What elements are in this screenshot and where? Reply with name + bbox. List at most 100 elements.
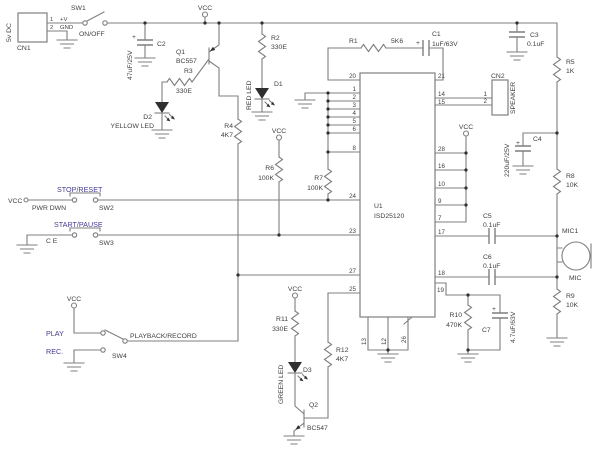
svg-text:10: 10 [438,181,445,188]
r8-value: 10K [566,182,579,189]
d3-label: GREEN LED [278,365,285,404]
svg-text:+: + [132,34,136,41]
svg-text:+: + [492,306,496,313]
sw4-play-label: PLAY [46,329,64,338]
switch-sw4: VCC PLAY REC. PLAYBACK/RECORD SW4 [46,296,197,360]
svg-text:16: 16 [438,163,445,170]
q1-part: BC557 [176,58,197,65]
transistor-q2: Q2 BC547 [295,402,328,432]
ic-ref: U1 [374,203,383,210]
svg-text:1: 1 [353,86,357,93]
svg-text:+V: +V [60,17,67,23]
svg-text:5: 5 [353,118,357,125]
svg-text:25: 25 [349,286,356,293]
r8-ref: R8 [566,173,575,180]
vcc-terminal-top: VCC [198,5,212,18]
d2-label: YELLOW LED [111,123,155,130]
microphone-mic1: MIC1 MIC [561,228,591,282]
resistor-r12: R12 4K7 [323,341,349,368]
cn1-ref: CN1 [17,45,31,52]
r2-ref: R2 [271,35,280,42]
r11-value: 330E [272,326,288,333]
r1-ref: R1 [349,38,358,45]
vcc-terminal-right: VCC [459,124,473,137]
svg-text:19: 19 [437,287,444,294]
sw1-label: ON/OFF [79,31,105,38]
svg-text:1: 1 [484,91,488,98]
mic1-ref: MIC1 [562,228,578,235]
r12-ref: R12 [336,347,349,354]
svg-text:18: 18 [438,270,445,277]
svg-text:VCC: VCC [288,286,302,293]
svg-text:VCC: VCC [272,128,286,135]
svg-text:8: 8 [353,145,357,152]
r4-value: 4K7 [221,132,233,139]
r10-ref: R10 [450,312,463,319]
q2-ref: Q2 [309,402,318,409]
sw3-ref: SW3 [99,240,114,247]
svg-text:+: + [416,40,420,47]
resistor-r1: R1 5K6 [349,38,403,53]
c6-ref: C6 [483,254,492,261]
c2-ref: C2 [157,41,166,48]
c7-value: 4.7uF/63V [510,311,517,343]
svg-text:GND: GND [60,25,73,31]
r9-ref: R9 [566,293,575,300]
r6-value: 100K [258,175,274,182]
c7-ref: C7 [482,327,491,334]
r2-value: 330E [271,44,287,51]
switch-sw1: SW1 ON/OFF [71,5,108,38]
c3-value: 0.1uF [527,41,544,48]
svg-text:27: 27 [349,268,356,275]
sw4-signal: PLAYBACK/RECORD [130,333,197,340]
capacitor-c2: + C2 47uF/25V [127,34,166,80]
svg-text:13: 13 [361,338,368,345]
resistor-r6: VCC R6 100K [258,128,286,183]
r7-ref: R7 [314,175,323,182]
switch-sw2: VCC STOP/RESET PWR DWN SW2 [8,185,114,212]
ic-pin-numbers: 20 1 2 3 4 5 6 8 24 23 27 25 21 14 15 28… [349,73,445,345]
capacitor-c7: + C7 4.7uF/63V [482,306,517,343]
c1-value: 1uF/63V [432,41,458,48]
sw3-signal: C E [46,238,58,245]
sw4-rec-label: REC. [46,347,63,356]
r1-value: 5K6 [391,38,403,45]
svg-text:VCC: VCC [459,124,473,131]
svg-text:VCC: VCC [67,296,81,303]
resistor-r3: R3 330E [166,68,193,95]
c4-ref: C4 [533,136,542,143]
sw3-label: START/PAUSE [54,220,103,229]
d3-ref: D3 [303,367,312,374]
c3-ref: C3 [530,32,539,39]
d1-ref: D1 [274,81,283,88]
capacitor-c3: C3 0.1uF [508,31,544,48]
resistor-r2: R2 330E [257,33,287,60]
c4-value: 220uF/25V [504,143,511,177]
svg-text:23: 23 [349,228,356,235]
sw4-ref: SW4 [112,353,127,360]
connector-cn2-speaker: CN2 1 2 SPEAKER [484,73,517,116]
svg-text:28: 28 [438,146,445,153]
svg-text:VCC: VCC [8,198,22,205]
svg-text:2: 2 [484,98,488,105]
resistor-r9: R9 10K [552,288,579,315]
svg-text:+: + [516,140,520,147]
svg-text:20: 20 [349,73,356,80]
c6-value: 0.1uF [483,263,500,270]
sw2-ref: SW2 [99,205,114,212]
connector-cn1: 5v DC CN1 1 +V 2 GND [6,12,73,52]
resistor-r10: R10 470K [446,304,473,331]
c1-ref: C1 [432,31,441,38]
resistor-r11: VCC R11 330E [272,286,302,337]
capacitor-c4: + C4 220uF/25V [504,136,542,177]
svg-text:17: 17 [438,229,445,236]
sw2-signal: PWR DWN [32,205,66,212]
svg-text:2: 2 [50,25,53,31]
c2-value: 47uF/25V [127,50,134,80]
resistor-r7: R7 100K [307,168,333,195]
capacitor-c1: + C1 1uF/63V [416,31,458,57]
resistor-r8: R8 10K [552,168,579,195]
r4-ref: R4 [224,123,233,130]
r5-value: 1K [566,68,575,75]
